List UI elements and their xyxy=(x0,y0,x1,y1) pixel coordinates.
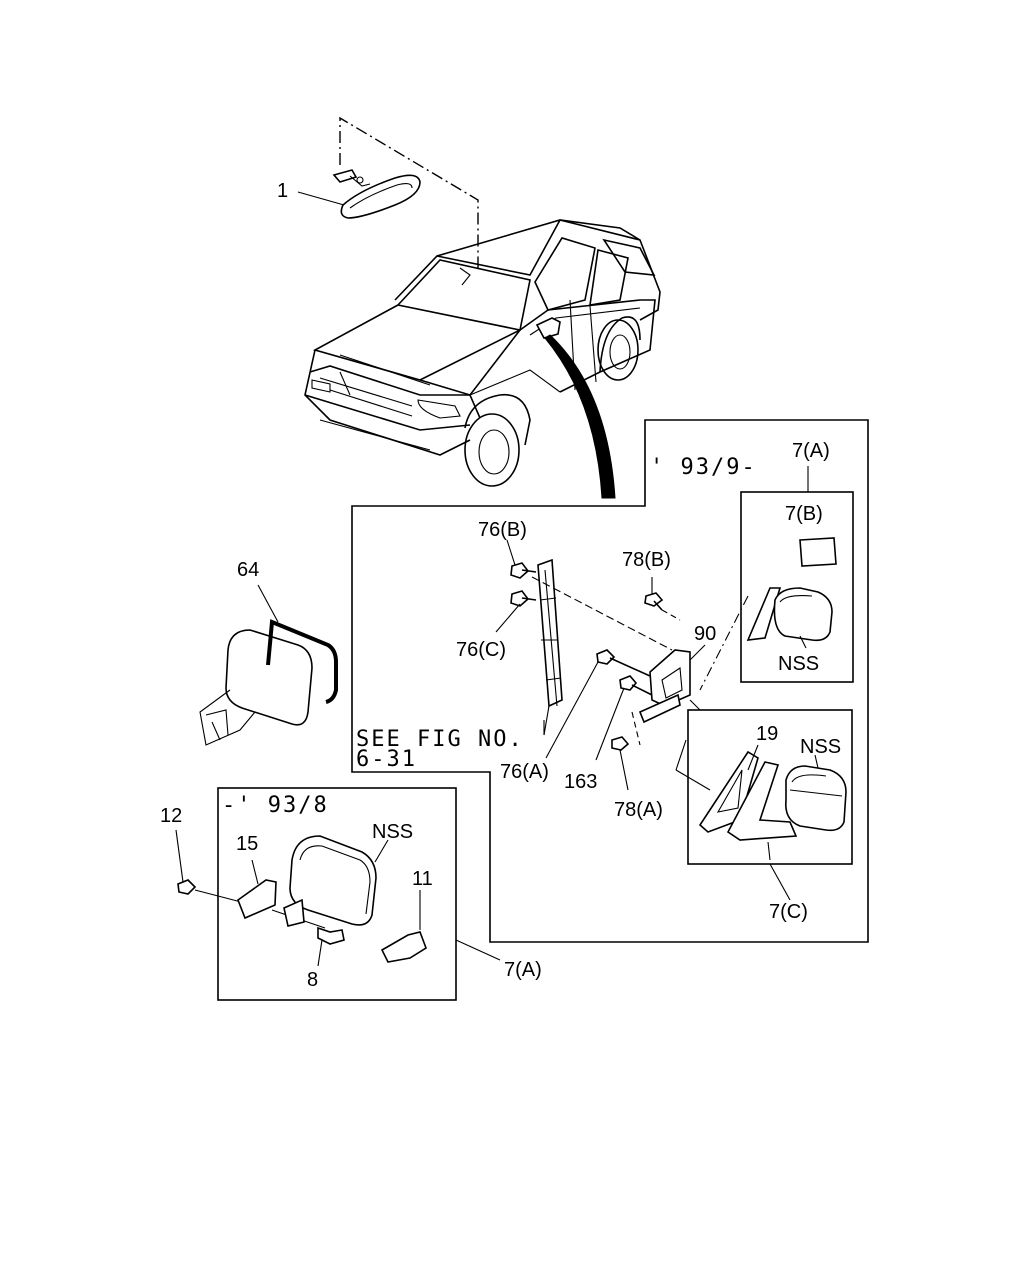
frame-93-9 xyxy=(351,419,869,943)
screw-78b xyxy=(644,592,664,611)
callout-78b: 78(B) xyxy=(622,549,671,571)
dash-mirror-to-car xyxy=(339,116,479,272)
nut-76a xyxy=(596,649,651,677)
mirror-nss-left xyxy=(283,835,377,927)
callout-64: 64 xyxy=(237,559,259,581)
period-old-label: -' 93/8 xyxy=(222,793,329,818)
callout-7c: 7(C) xyxy=(769,901,808,923)
callout-7a-top: 7(A) xyxy=(792,440,830,462)
callout-78a: 78(A) xyxy=(614,799,663,821)
mirror-assembly-lower xyxy=(726,761,847,841)
bolt-8 xyxy=(317,926,345,945)
cover-11 xyxy=(380,931,427,963)
see-fig-line1: SEE FIG NO. xyxy=(356,727,524,752)
callout-1: 1 xyxy=(277,180,288,202)
bolt-12 xyxy=(177,879,197,895)
callout-7a-bottom: 7(A) xyxy=(504,959,542,981)
callout-wedge xyxy=(544,334,616,499)
callout-163: 163 xyxy=(564,771,597,793)
callout-8: 8 xyxy=(307,969,318,991)
period-new-label: ' 93/9- xyxy=(650,455,757,480)
mirror-glass-64 xyxy=(199,619,338,746)
mirror-assembly-upper xyxy=(746,587,833,642)
label-nss-lower: NSS xyxy=(800,736,841,758)
nut-163 xyxy=(619,675,653,696)
bracket-15 xyxy=(237,879,277,920)
screw-78a xyxy=(611,736,630,751)
seal-19 xyxy=(698,750,759,833)
label-nss-upper: NSS xyxy=(778,653,819,675)
regulator-rail xyxy=(537,558,563,735)
screw-76c xyxy=(510,590,537,607)
screw-76b xyxy=(510,562,537,579)
leader-1 xyxy=(297,191,345,206)
callout-76c: 76(C) xyxy=(456,639,506,661)
label-nss-left: NSS xyxy=(372,821,413,843)
callout-76b: 76(B) xyxy=(478,519,527,541)
callout-76a: 76(A) xyxy=(500,761,549,783)
bracket-90 xyxy=(638,649,691,724)
callout-7b: 7(B) xyxy=(785,503,823,525)
inside-mirror xyxy=(332,169,421,219)
callout-11: 11 xyxy=(412,868,433,890)
callout-12: 12 xyxy=(160,805,182,827)
box-93-8 xyxy=(217,787,457,1001)
box-7a-upper xyxy=(740,491,854,683)
callout-90: 90 xyxy=(694,623,716,645)
callout-15: 15 xyxy=(236,833,258,855)
mirror-cover-7b xyxy=(799,537,837,567)
callout-19: 19 xyxy=(756,723,778,745)
see-fig-line2: 6-31 xyxy=(356,747,417,772)
